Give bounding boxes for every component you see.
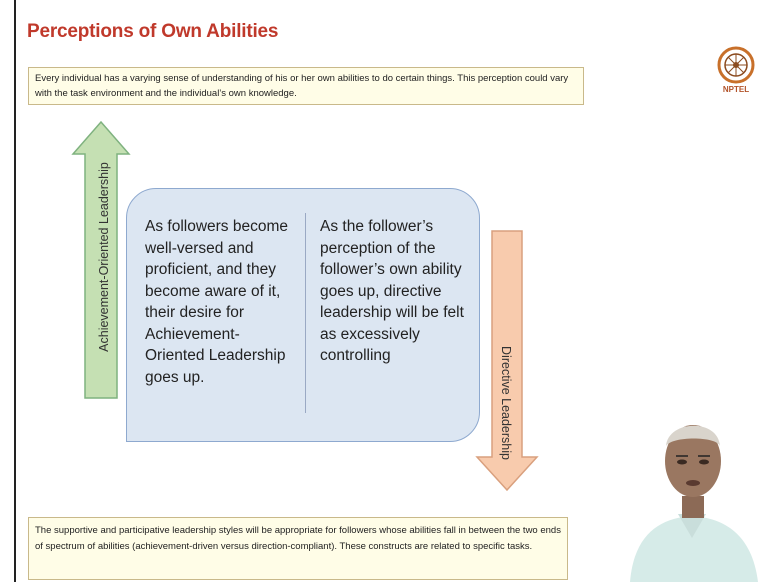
top-note-box: Every individual has a varying sense of … — [28, 67, 584, 105]
up-arrow — [71, 120, 131, 399]
presenter-video — [620, 406, 765, 582]
left-column-text: As followers become well-versed and prof… — [145, 218, 289, 386]
down-arrow — [475, 230, 539, 492]
logo-text: NPTEL — [722, 85, 750, 94]
down-arrow-label: Directive Leadership — [499, 346, 513, 460]
right-column-text: As the follower’s perception of the foll… — [320, 218, 464, 364]
column-divider — [305, 213, 306, 413]
left-border-line — [14, 0, 16, 582]
nptel-logo: NPTEL — [712, 45, 760, 103]
nptel-wheel-icon — [717, 46, 755, 84]
bottom-note-text: The supportive and participative leaders… — [35, 525, 561, 552]
content-box: As followers become well-versed and prof… — [126, 188, 480, 442]
top-note-text: Every individual has a varying sense of … — [35, 73, 569, 99]
up-arrow-label: Achievement-Oriented Leadership — [97, 162, 111, 352]
slide-title: Perceptions of Own Abilities — [27, 21, 279, 42]
presenter-image — [620, 406, 765, 582]
bottom-note-box: The supportive and participative leaders… — [28, 517, 568, 580]
